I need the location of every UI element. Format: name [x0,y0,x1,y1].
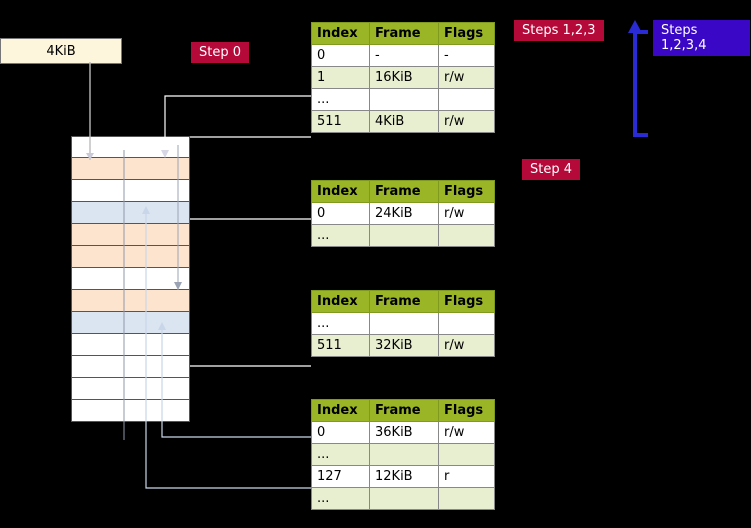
column-header-flags: Flags [438,399,495,422]
table-cell: ... [311,443,370,466]
column-header-flags: Flags [438,22,495,45]
table-cell: 0 [311,44,370,67]
memory-row [71,378,190,400]
table-cell: 4KiB [369,110,439,133]
table-cell: ... [311,224,370,247]
table-cell: r/w [438,334,495,357]
table-cell: ... [311,487,370,510]
table-row: ... [311,224,495,247]
memory-row [71,312,190,334]
table-cell: 127 [311,465,370,488]
column-header-frame: Frame [369,399,439,422]
column-header-flags: Flags [438,180,495,203]
memory-row [71,158,190,180]
memory-row [71,136,190,158]
table-row: ... [311,487,495,510]
table-row: ... [311,88,495,111]
label-step-0: Step 0 [190,41,251,64]
table-cell: 12KiB [369,465,439,488]
table-cell: r/w [438,66,495,89]
table-cell [438,443,495,466]
label-steps-1234: Steps 1,2,3,4 [652,19,751,57]
table-cell: 24KiB [369,202,439,225]
table-cell: 0 [311,202,370,225]
column-header-index: Index [311,22,370,45]
memory-row [71,334,190,356]
column-header-index: Index [311,180,370,203]
table-cell: 511 [311,334,370,357]
table-cell [369,224,439,247]
column-header-frame: Frame [369,180,439,203]
column-header-frame: Frame [369,22,439,45]
table-cell: r/w [438,421,495,444]
memory-column [71,136,190,422]
table-cell: 511 [311,110,370,133]
table-row: 0-- [311,44,495,67]
table-cell [369,487,439,510]
memory-row [71,180,190,202]
table-cell [369,88,439,111]
memory-row [71,268,190,290]
table-cell: 0 [311,421,370,444]
table-cell: 32KiB [369,334,439,357]
table-row: ... [311,312,495,335]
table-cell [438,312,495,335]
table-row: ... [311,443,495,466]
table-cell [438,487,495,510]
table-cell: r/w [438,202,495,225]
table-cell [369,443,439,466]
arrowhead-bracket [628,20,642,33]
bracket-steps-1234 [633,30,648,137]
table-cell: ... [311,312,370,335]
memory-row [71,224,190,246]
column-header-index: Index [311,290,370,313]
column-header-index: Index [311,399,370,422]
memory-row [71,290,190,312]
memory-row [71,356,190,378]
table-cell: - [438,44,495,67]
table-cell: 16KiB [369,66,439,89]
table-cell [369,312,439,335]
table-cell: ... [311,88,370,111]
memory-size-label: 4KiB [46,43,76,59]
memory-row [71,202,190,224]
table-cell [438,88,495,111]
table-cell [438,224,495,247]
table-cell: 1 [311,66,370,89]
memory-size-box: 4KiB [0,38,122,64]
label-step-4: Step 4 [521,158,582,181]
table-cell: r/w [438,110,495,133]
label-steps-123: Steps 1,2,3 [513,19,605,42]
table-cell: - [369,44,439,67]
column-header-frame: Frame [369,290,439,313]
table-cell: 36KiB [369,421,439,444]
table-cell: r [438,465,495,488]
column-header-flags: Flags [438,290,495,313]
memory-row [71,246,190,268]
memory-row [71,400,190,422]
